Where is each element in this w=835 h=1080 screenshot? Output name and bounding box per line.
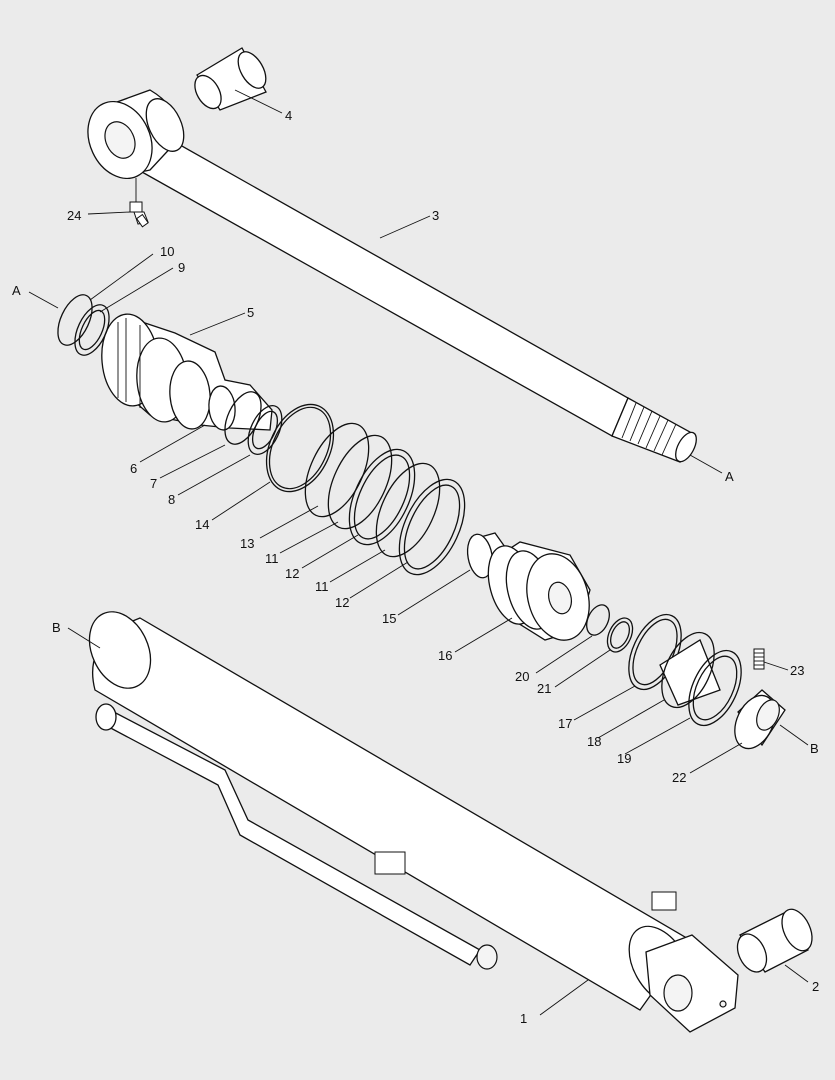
snap-ring-part-14: [265, 403, 335, 493]
ring-part-21: [606, 617, 634, 653]
callout-21: 21: [537, 681, 551, 696]
callout-13: 13: [240, 536, 254, 551]
callout-22: 22: [672, 770, 686, 785]
rod-guide-part-5: [101, 313, 273, 431]
ring-part-13: [304, 422, 370, 518]
callout-ref-a-left: A: [12, 283, 21, 298]
leader-lines: [28, 89, 809, 1016]
callout-7: 7: [150, 476, 157, 491]
grease-fitting-part-24: [129, 178, 149, 228]
callout-3: 3: [432, 208, 439, 223]
callout-11b: 11: [315, 579, 329, 594]
callout-6: 6: [130, 461, 137, 476]
callout-12a: 12: [285, 566, 299, 581]
callout-24: 24: [67, 208, 81, 223]
piston-rod-part-3: [87, 89, 697, 463]
callout-2: 2: [812, 979, 819, 994]
callout-5: 5: [247, 305, 254, 320]
callout-23: 23: [790, 663, 804, 678]
ring-part-12a: [348, 448, 416, 546]
callout-ref-a-right: A: [725, 469, 734, 484]
cylinder-tube-part-1: [88, 611, 739, 1033]
ring-part-11a: [327, 434, 393, 530]
callout-1: 1: [520, 1011, 527, 1026]
set-screw-part-23: [753, 648, 765, 670]
seal-part-8: [247, 405, 283, 455]
ring-part-19: [688, 649, 742, 727]
callout-17: 17: [558, 716, 572, 731]
ring-part-20: [586, 604, 610, 636]
bushing-part-4: [194, 47, 267, 111]
seal-part-18: [659, 631, 721, 709]
callout-14: 14: [195, 517, 209, 532]
callout-10: 10: [160, 244, 174, 259]
callout-ref-b-left: B: [52, 620, 61, 635]
callout-8: 8: [168, 492, 175, 507]
ring-part-10: [57, 294, 93, 346]
bushing-part-2: [736, 908, 813, 973]
callout-16: 16: [438, 648, 452, 663]
piston-part-16: [487, 541, 591, 641]
ring-part-11b: [375, 462, 441, 558]
callout-18: 18: [587, 734, 601, 749]
callout-4: 4: [285, 108, 292, 123]
callout-12b: 12: [335, 595, 349, 610]
callout-labels: 4 3 24 10 9 A 5 6 7 8 14 13 11 12 11 12 …: [12, 108, 819, 1026]
rod-thread: [621, 402, 677, 456]
nut-part-22: [734, 689, 786, 750]
callout-9: 9: [178, 260, 185, 275]
ring-part-12b: [398, 478, 466, 576]
callout-11a: 11: [265, 551, 279, 566]
callout-ref-b-right: B: [810, 741, 819, 756]
callout-15: 15: [382, 611, 396, 626]
callout-20: 20: [515, 669, 529, 684]
callout-19: 19: [617, 751, 631, 766]
